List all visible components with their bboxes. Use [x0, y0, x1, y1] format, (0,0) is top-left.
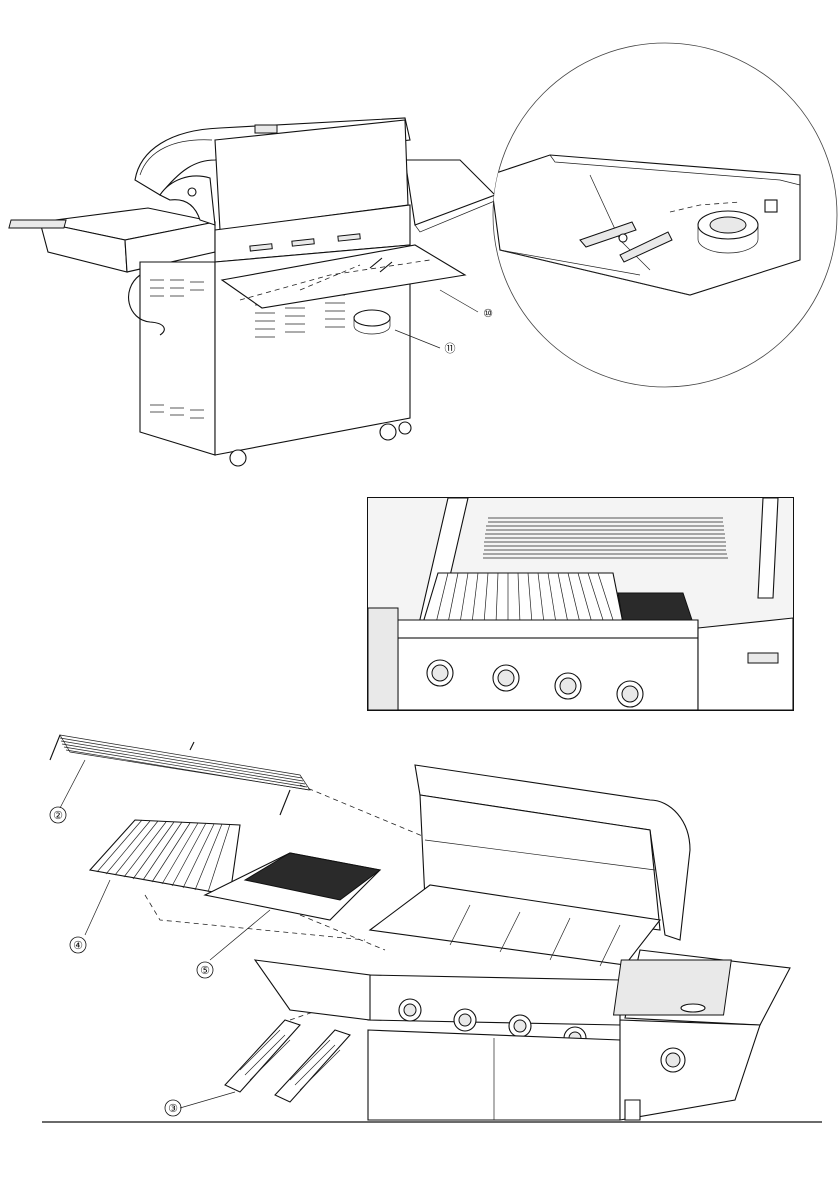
figure-exploded-grates: ② ④ ⑤ ③: [0, 720, 839, 1195]
figure-drip-tray-installation: ⑩ ⑪: [0, 0, 839, 480]
griddle-plate: [618, 593, 693, 623]
cast-iron-grate: [423, 573, 623, 623]
right-side-shelf: [405, 160, 497, 232]
callout-10-leader: [440, 290, 478, 312]
callout-5: ⑤: [200, 965, 210, 977]
callout-10: ⑩: [483, 308, 493, 320]
callout-11: ⑪: [445, 342, 456, 355]
photo-grates-installed: [367, 497, 794, 711]
callout-2: ②: [53, 810, 63, 822]
callout-3: ③: [168, 1103, 178, 1115]
grill-open-lid: [255, 765, 790, 1120]
detail-magnifier: [490, 43, 837, 387]
callout-4: ④: [73, 940, 83, 952]
